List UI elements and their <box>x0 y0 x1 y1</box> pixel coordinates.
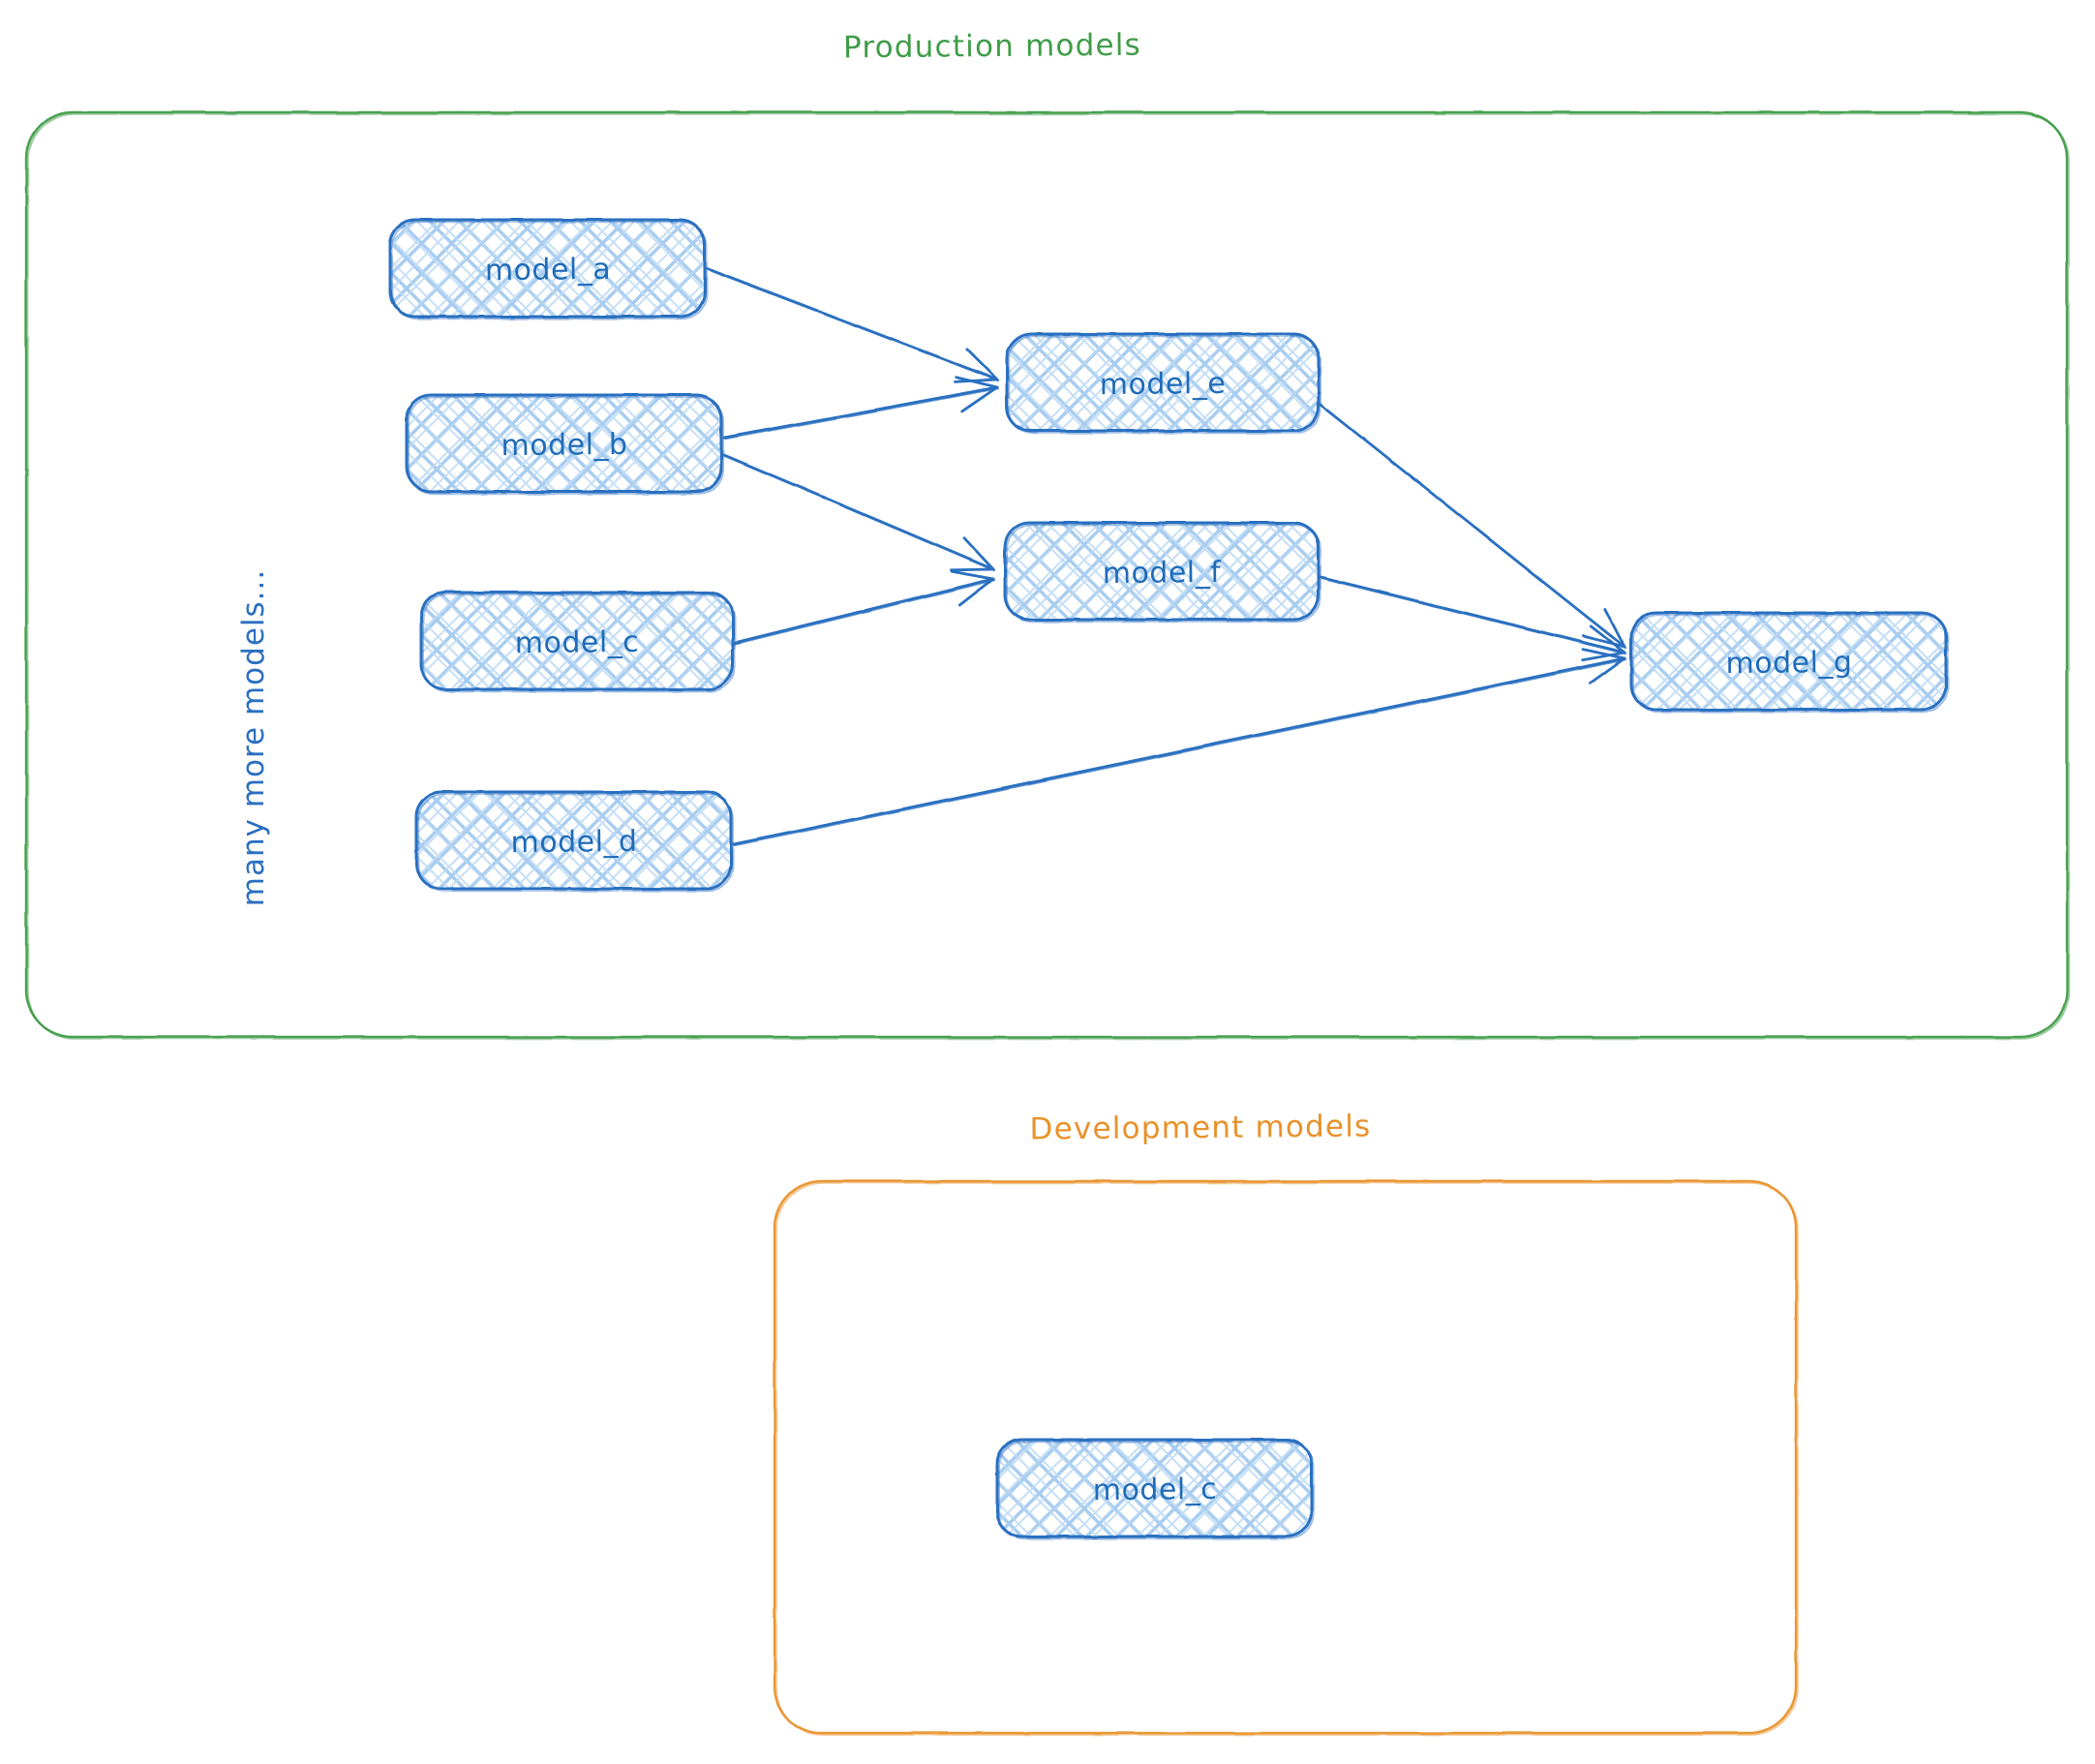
node-label-model_c_dev: model_c <box>1092 1472 1217 1508</box>
node-label-model_a: model_a <box>484 252 611 289</box>
nodes <box>388 218 1949 1540</box>
group-container-development <box>773 1179 1799 1736</box>
edge-a-to-e <box>705 266 1000 383</box>
node-label-model_c: model_c <box>514 624 640 661</box>
edge-f-to-g <box>1319 575 1627 662</box>
node-label-model_b: model_b <box>500 427 628 464</box>
group-container-production <box>24 110 2070 1040</box>
node-label-model_e: model_e <box>1099 366 1227 403</box>
group-title-development: Development models <box>1029 1109 1372 1147</box>
edge-c-to-f <box>732 569 996 646</box>
edge-e-to-g <box>1319 403 1627 650</box>
many-more-models-note: many more models... <box>236 568 271 907</box>
group-containers <box>24 110 2070 1736</box>
edge-b-to-e <box>722 376 1000 441</box>
edge-d-to-g <box>732 648 1627 847</box>
node-label-model_g: model_g <box>1724 645 1853 682</box>
node-label-model_d: model_d <box>509 824 638 861</box>
group-title-production: Production models <box>842 27 1142 66</box>
node-label-model_f: model_f <box>1102 555 1222 592</box>
edge-b-to-f <box>722 453 996 572</box>
